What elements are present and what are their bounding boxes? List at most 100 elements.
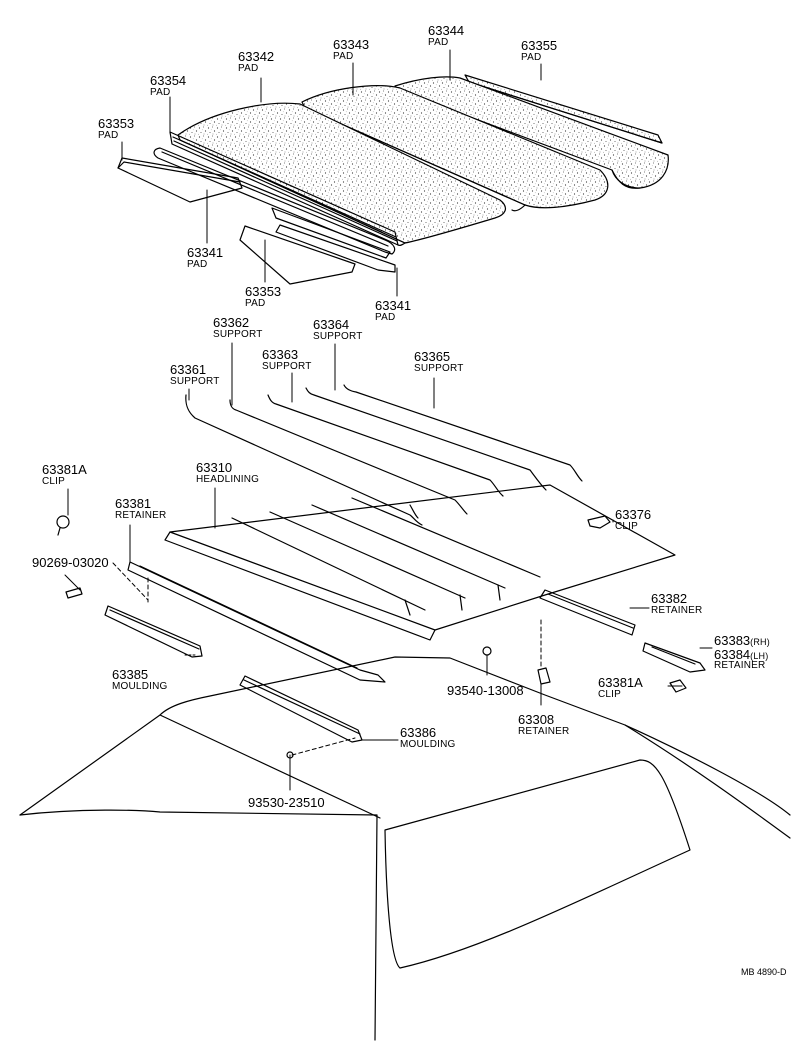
support-63362 — [229, 399, 468, 515]
part-number: 63362 — [213, 315, 250, 330]
drawing-reference: MB 4890-D — [741, 967, 787, 977]
label-90269-03020: 90269-03020 — [32, 556, 109, 570]
part-number: 90269-03020 — [32, 555, 109, 570]
pad-63344 — [394, 76, 669, 189]
part-number: 63386 — [400, 725, 437, 740]
label-63341-upper: 63341 PAD — [187, 246, 223, 270]
part-number: 63353 — [245, 284, 282, 299]
part-number: 93530-23510 — [248, 795, 325, 810]
label-63363: 63363 SUPPORT — [262, 348, 312, 372]
part-number: 63355 — [521, 38, 558, 53]
part-name: CLIP — [615, 520, 639, 532]
screw-93540-13008 — [482, 646, 492, 656]
part-number: 63385 — [112, 667, 149, 682]
part-name: SUPPORT — [313, 330, 363, 342]
part-number: 63353 — [98, 116, 135, 131]
part-number: 63354 — [150, 73, 187, 88]
part-number: 63310 — [196, 460, 233, 475]
headlining-63310 — [164, 484, 676, 641]
part-name: CLIP — [42, 475, 66, 487]
pad-63343 — [301, 85, 609, 212]
label-63381: 63381 RETAINER — [115, 497, 166, 521]
label-63381A-upper: 63381A CLIP — [42, 463, 87, 487]
clip-63376 — [587, 515, 611, 529]
part-number: 63344 — [428, 23, 465, 38]
part-number: 63341 — [375, 298, 412, 313]
retainer-63381 — [127, 561, 386, 683]
label-63386: 63386 MOULDING — [400, 726, 456, 750]
support-63361 — [185, 394, 423, 526]
part-name: RETAINER — [115, 509, 167, 521]
label-63376: 63376 CLIP — [615, 508, 651, 532]
moulding-63385 — [104, 605, 203, 658]
part-number: 63363 — [262, 347, 299, 362]
part-name: PAD — [245, 297, 266, 309]
label-63343: 63343 PAD — [333, 38, 369, 62]
label-63385: 63385 MOULDING — [112, 668, 168, 692]
part-name: PAD — [428, 36, 449, 48]
part-name: PAD — [238, 62, 259, 74]
part-side: (RH) — [750, 637, 770, 647]
label-63355: 63355 PAD — [521, 39, 557, 63]
label-93540-13008: 93540-13008 — [447, 684, 524, 698]
retainer-63383-63384 — [642, 642, 706, 673]
part-number: 93540-13008 — [447, 683, 524, 698]
part-number: 63343 — [333, 37, 370, 52]
part-number: 63381 — [115, 496, 152, 511]
retainer-63308 — [537, 667, 551, 685]
label-63341-lower: 63341 PAD — [375, 299, 411, 323]
pad-63353-upper — [117, 157, 243, 203]
leader-lines — [64, 49, 713, 791]
part-number: 63364 — [313, 317, 350, 332]
part-side: (LH) — [750, 650, 769, 661]
support-63365 — [343, 384, 583, 482]
part-number: 63381A — [42, 462, 87, 477]
label-63365: 63365 SUPPORT — [414, 350, 464, 374]
part-number: 63384 — [714, 646, 751, 662]
support-63363 — [267, 394, 504, 497]
part-number: 63383 — [714, 633, 751, 648]
label-63308: 63308 RETAINER — [518, 713, 569, 737]
part-name: PAD — [187, 258, 208, 270]
support-63364 — [305, 387, 547, 491]
label-63354: 63354 PAD — [150, 74, 186, 98]
part-name: RETAINER — [714, 660, 766, 672]
pad-63353-lower — [239, 207, 391, 285]
part-number: 63308 — [518, 712, 555, 727]
label-63353-upper: 63353 PAD — [98, 117, 134, 141]
part-name: RETAINER — [518, 725, 570, 737]
clip-63381A-lower — [669, 679, 687, 693]
part-name: PAD — [98, 129, 119, 141]
screw-90269-03020 — [65, 587, 83, 599]
car-body-outline — [19, 656, 791, 1041]
label-63342: 63342 PAD — [238, 50, 274, 74]
part-name: PAD — [333, 50, 354, 62]
label-63381A-lower: 63381A CLIP — [598, 676, 643, 700]
label-93530-23510: 93530-23510 — [248, 796, 325, 810]
moulding-63386 — [239, 675, 363, 743]
part-name: SUPPORT — [262, 360, 312, 372]
pad-63342 — [177, 102, 507, 246]
label-63382: 63382 RETAINER — [651, 592, 702, 616]
part-name: RETAINER — [651, 604, 703, 616]
part-name: MOULDING — [112, 680, 168, 692]
part-name: SUPPORT — [213, 328, 263, 340]
pad-63341-lower — [275, 224, 396, 273]
retainer-63382 — [539, 589, 636, 636]
pad-63354 — [169, 131, 399, 246]
part-name: PAD — [521, 51, 542, 63]
part-name: SUPPORT — [170, 375, 220, 387]
part-number: 63376 — [615, 507, 652, 522]
part-number: 63365 — [414, 349, 451, 364]
part-name: MOULDING — [400, 738, 456, 750]
part-name: PAD — [150, 86, 171, 98]
part-name: PAD — [375, 311, 396, 323]
part-name: CLIP — [598, 688, 622, 700]
part-number: 63381A — [598, 675, 643, 690]
part-name: HEADLINING — [196, 473, 260, 485]
pad-63341-upper — [153, 147, 396, 255]
part-name: SUPPORT — [414, 362, 464, 374]
part-number: 63361 — [170, 362, 207, 377]
part-number: 63341 — [187, 245, 224, 260]
